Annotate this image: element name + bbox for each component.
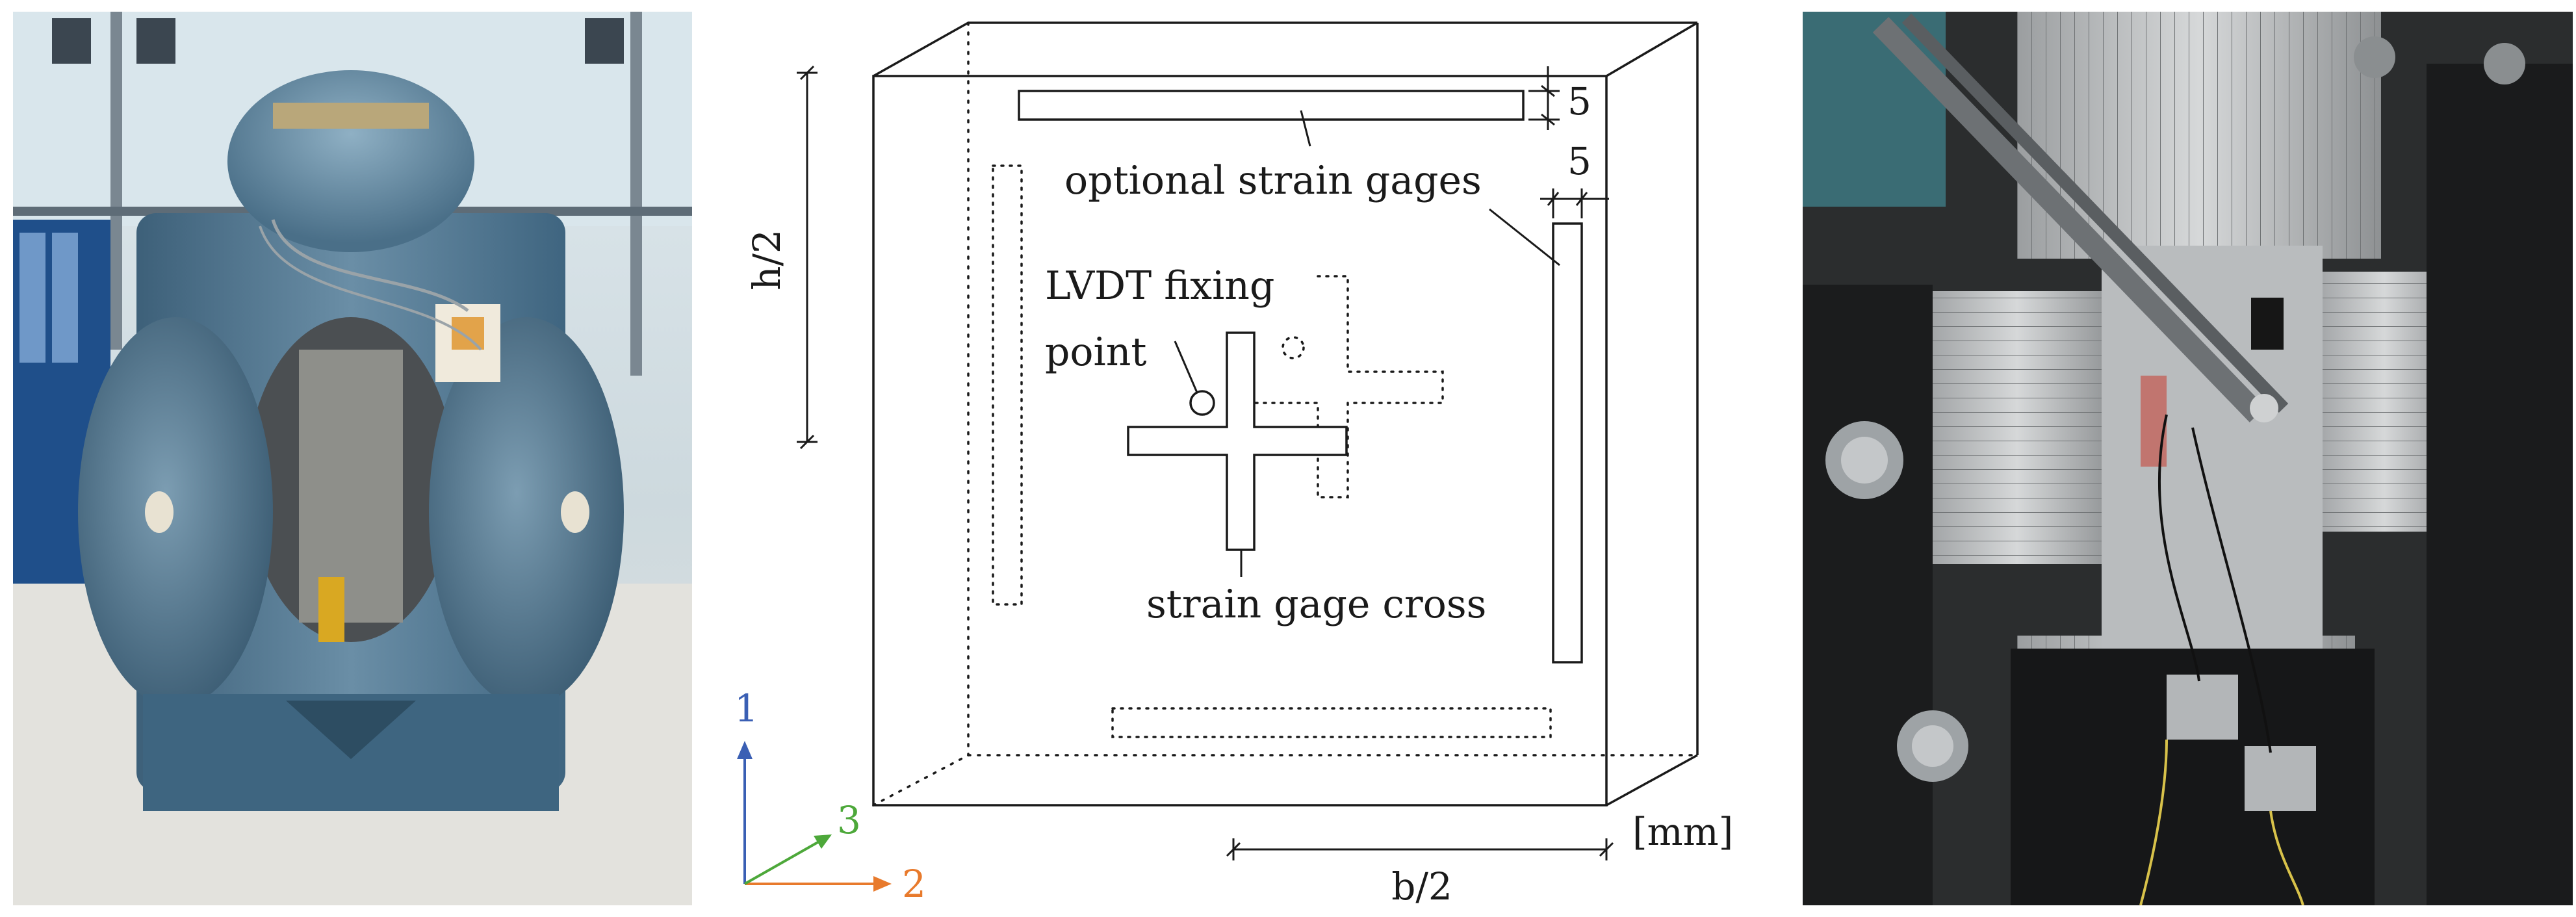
axis-3-label: 3 bbox=[837, 798, 861, 842]
height-label: h/2 bbox=[745, 229, 789, 291]
bottom-right-depth-edge bbox=[1606, 754, 1698, 807]
axis-1-label: 1 bbox=[734, 686, 758, 730]
hidden-bottom-gage bbox=[1111, 707, 1552, 738]
specimen-box bbox=[872, 21, 1699, 807]
lvdt-label-line2: point bbox=[1045, 329, 1146, 375]
width-dimension bbox=[1226, 838, 1614, 860]
top-strain-gage bbox=[1018, 90, 1525, 121]
front-face bbox=[872, 75, 1608, 807]
height-dimension bbox=[797, 65, 818, 450]
top-right-depth-edge bbox=[1606, 21, 1698, 77]
units-label: [mm] bbox=[1632, 810, 1733, 854]
top-gage-dimension bbox=[1528, 66, 1560, 130]
axis-2-label: 2 bbox=[902, 862, 926, 906]
testing-machine-illustration bbox=[13, 12, 692, 905]
hidden-cross bbox=[1253, 275, 1444, 498]
width-label: b/2 bbox=[1391, 864, 1452, 909]
strain-gage-cross bbox=[1127, 331, 1348, 551]
side-gage-dimension bbox=[1540, 188, 1609, 218]
hidden-edges bbox=[872, 21, 1699, 807]
lvdt-label-line1: LVDT fixing bbox=[1045, 263, 1274, 309]
specimen-clamp-photo bbox=[1803, 12, 2573, 905]
specimen-schematic: 5 5 h/2 b/2 [mm] bbox=[734, 21, 1733, 909]
testing-machine-photo bbox=[13, 12, 692, 905]
specimen-clamp-illustration bbox=[1803, 12, 2573, 905]
top-left-depth-edge bbox=[873, 21, 969, 77]
leader-lines bbox=[1174, 110, 1560, 577]
top-gage-dimension-label: 5 bbox=[1567, 79, 1591, 123]
gage-cross-label: strain gage cross bbox=[1146, 582, 1486, 627]
optional-gages-label: optional strain gages bbox=[1064, 158, 1482, 203]
right-strain-gage bbox=[1552, 222, 1583, 664]
coordinate-axes bbox=[737, 741, 892, 892]
specimen-diagram: 5 5 h/2 b/2 [mm] bbox=[708, 0, 1800, 917]
lvdt-fixing-point bbox=[1189, 390, 1215, 416]
hidden-left-gage bbox=[992, 164, 1023, 606]
side-gage-dimension-label: 5 bbox=[1567, 139, 1591, 183]
hidden-lvdt-point bbox=[1282, 336, 1305, 359]
